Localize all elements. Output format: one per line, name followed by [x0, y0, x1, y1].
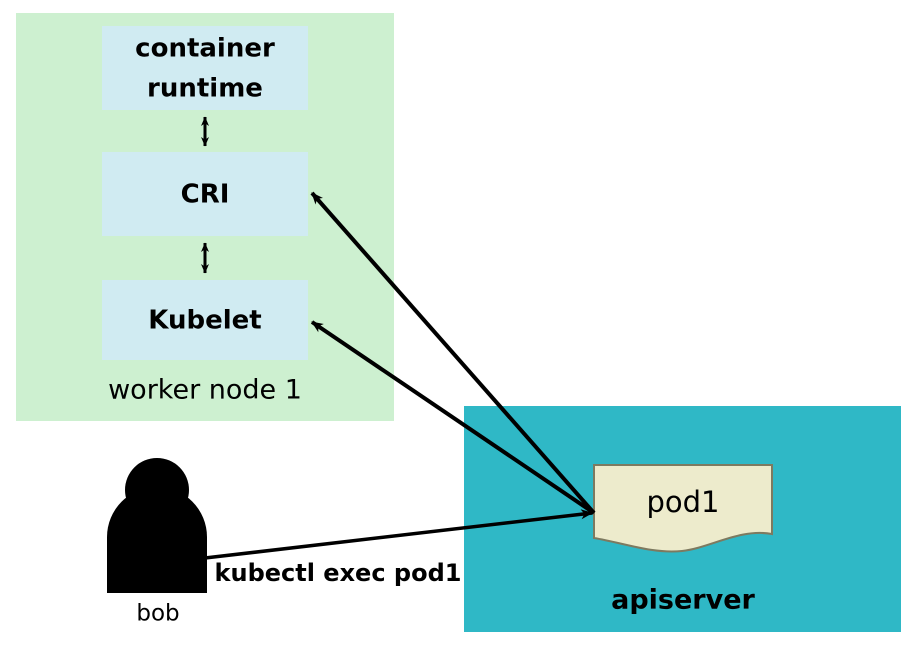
kubelet-label: Kubelet: [148, 306, 261, 336]
node-kubelet[interactable]: Kubelet: [102, 280, 308, 360]
container-runtime-box: [102, 26, 308, 110]
apiserver-label: apiserver: [611, 585, 755, 616]
edge-bob-pod1: [204, 509, 593, 560]
node-cri[interactable]: CRI: [102, 152, 308, 236]
pod1-document-shape: [593, 464, 773, 553]
container-runtime-label-line1: container: [135, 34, 275, 64]
bob-body-icon: [107, 487, 207, 593]
kubelet-box: [102, 280, 308, 360]
worker-node-label: worker node 1: [108, 375, 302, 406]
node-pod1[interactable]: pod1: [593, 464, 773, 553]
edge-pod1-kubelet: [310, 320, 596, 515]
pod1-label: pod1: [646, 485, 719, 519]
cri-box: [102, 152, 308, 236]
bob-label: bob: [136, 601, 179, 627]
worker-node-group[interactable]: container runtime CRI Kubelet worker nod…: [16, 13, 394, 421]
container-runtime-label-line2: runtime: [147, 74, 263, 104]
cri-label: CRI: [181, 180, 230, 210]
actor-bob[interactable]: bob: [107, 458, 207, 627]
node-container-runtime[interactable]: container runtime: [102, 26, 308, 110]
edge-pod1-cri: [310, 191, 596, 515]
edge-bob-pod1-label: kubectl exec pod1: [215, 559, 462, 587]
